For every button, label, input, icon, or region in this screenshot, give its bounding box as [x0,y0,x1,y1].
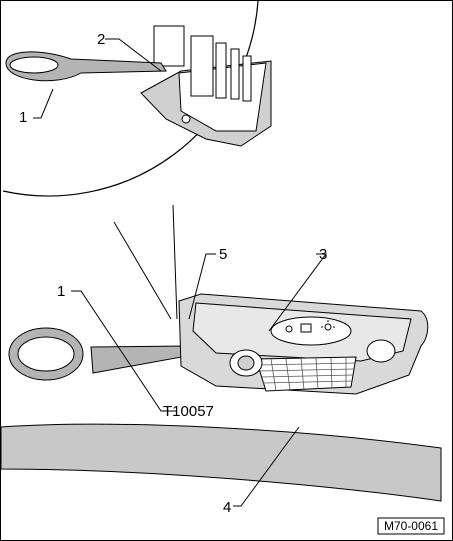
leader-lines [33,38,327,507]
callout-headliner: 4 [223,499,231,516]
callout-tool: 1 [57,283,65,300]
detail-removal-tool [5,51,167,82]
callout-detail-tool: 1 [19,109,27,126]
callout-light-housing: 3 [319,246,327,263]
reference-code: M70-0061 [384,519,438,533]
callout-housing-edge: 5 [219,246,227,263]
headliner-panel [1,423,442,502]
magnifier-detail-circle [2,1,272,320]
light-on-icon [321,320,335,331]
reference-code-box [377,517,445,535]
lens-grille [255,356,357,392]
callout-tool-number: T10057 [163,403,214,420]
door-contact-icon [300,323,312,333]
interior-light-housing [178,293,429,395]
removal-tool [8,327,188,381]
callout-detail-clip: 2 [97,31,105,48]
switch-icon [285,325,293,333]
